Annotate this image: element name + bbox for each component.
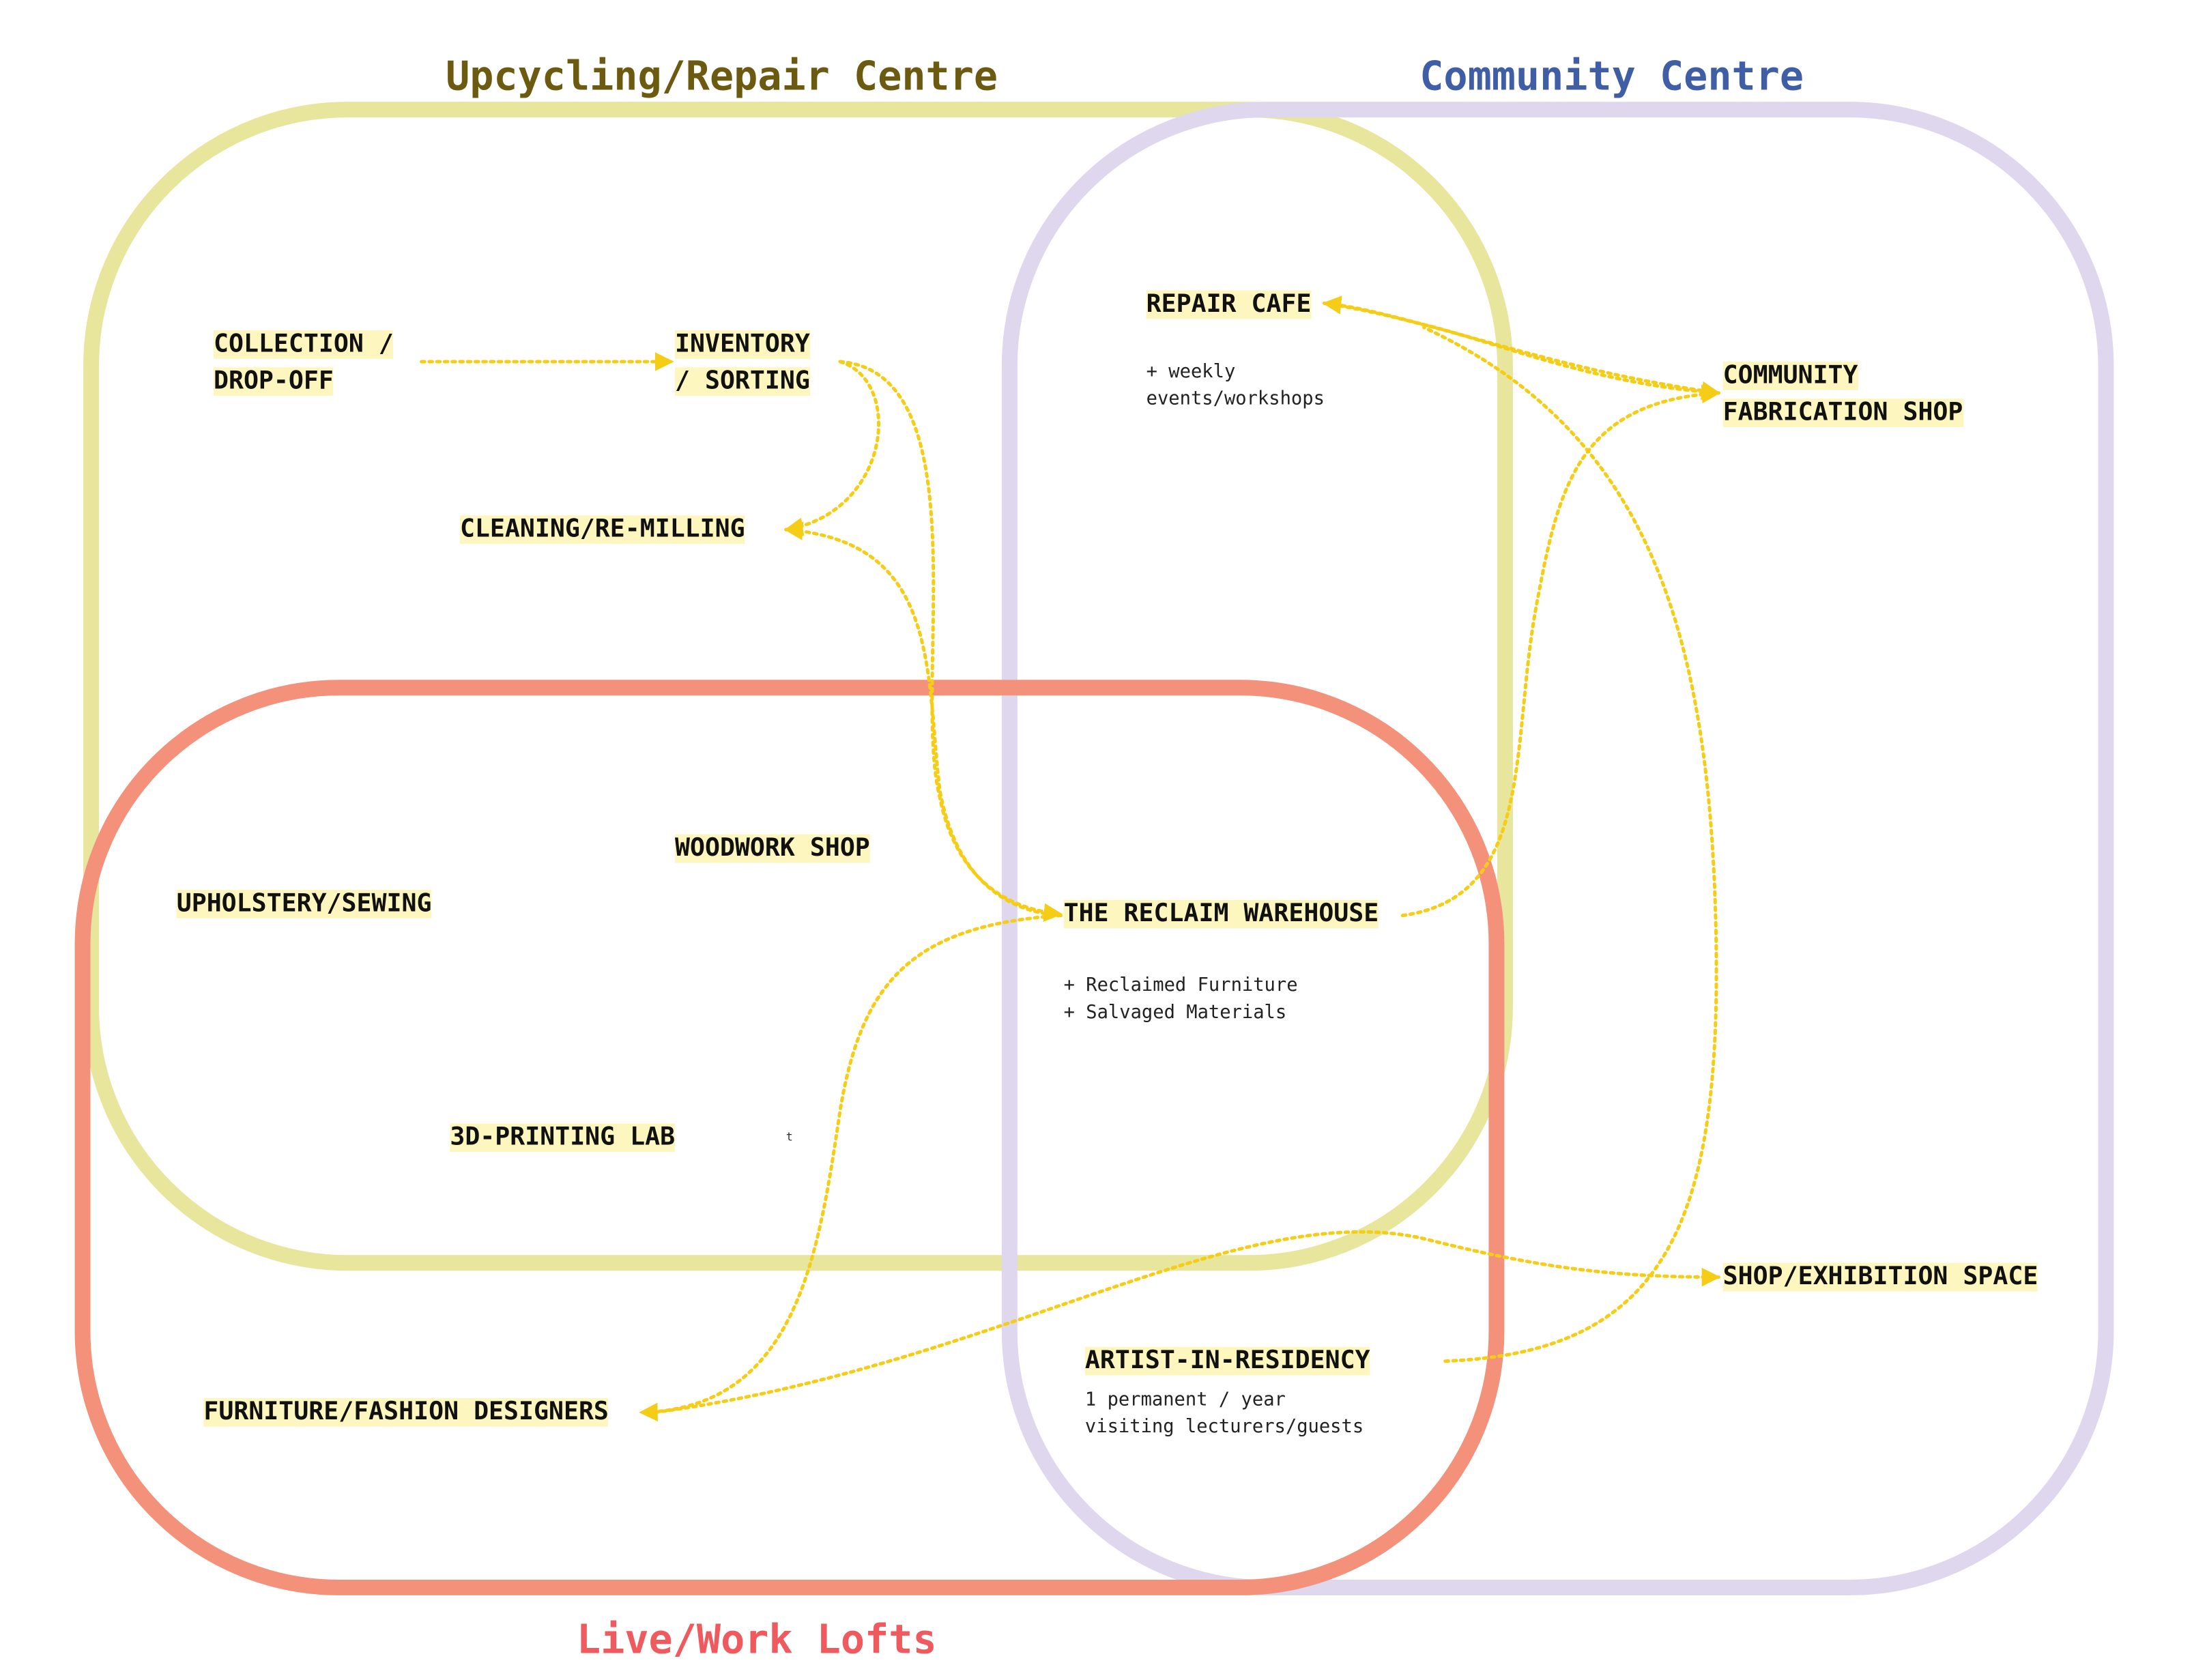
node-shop-exhibition-space[interactable]: SHOP/EXHIBITION SPACE xyxy=(1722,1260,2038,1297)
node-label-line: ARTIST-IN-RESIDENCY xyxy=(1084,1346,1370,1376)
node-label-line: WOODWORK SHOP xyxy=(675,834,870,863)
node-collection-drop-off[interactable]: COLLECTION / DROP-OFF xyxy=(213,328,394,400)
node-woodwork-shop[interactable]: WOODWORK SHOP xyxy=(675,832,870,868)
node-inventory-sorting[interactable]: INVENTORY / SORTING xyxy=(675,328,810,400)
connector-fabrication-to-repair-cafe xyxy=(1322,295,1720,395)
node-label-line: FURNITURE/FASHION DESIGNERS xyxy=(203,1397,609,1427)
note-line: 1 permanent / year xyxy=(1084,1389,1286,1411)
upcycling-centre-boundary xyxy=(83,102,1513,1271)
node-label-line: COMMUNITY xyxy=(1722,361,1858,390)
connector-reclaim-to-designers xyxy=(639,914,1063,1422)
connector-reclaim-to-fabrication xyxy=(1400,384,1721,918)
node-repair-cafe[interactable]: REPAIR CAFE xyxy=(1146,287,1312,323)
node-furniture-fashion-designers[interactable]: FURNITURE/FASHION DESIGNERS xyxy=(203,1395,609,1432)
node-label-line: DROP-OFF xyxy=(213,366,334,396)
connector-artist-to-repair-cafe xyxy=(1422,325,1718,1363)
node-cleaning-re-milling[interactable]: CLEANING/RE-MILLING xyxy=(459,512,745,549)
live-work-lofts-boundary xyxy=(74,680,1505,1595)
note-repair-cafe: + weekly events/workshops xyxy=(1146,359,1325,413)
node-label-line: UPHOLSTERY/SEWING xyxy=(176,890,432,918)
connector-repair-cafe-to-fabrication xyxy=(1322,301,1721,401)
community-centre-title: Community Centre xyxy=(1419,53,1804,100)
connector-inventory-to-cleaning xyxy=(784,360,881,536)
node-reclaim-warehouse[interactable]: THE RECLAIM WAREHOUSE xyxy=(1063,897,1379,933)
connector-designers-to-shop xyxy=(653,1230,1721,1415)
note-line: events/workshops xyxy=(1146,388,1325,410)
node-label-line: INVENTORY xyxy=(675,330,810,359)
note-line: + Reclaimed Furniture xyxy=(1063,975,1298,997)
node-label-line: COLLECTION / xyxy=(213,330,394,359)
node-upholstery-sewing[interactable]: UPHOLSTERY/SEWING xyxy=(176,887,432,923)
note-line: + weekly xyxy=(1146,361,1236,383)
node-label-line: THE RECLAIM WAREHOUSE xyxy=(1063,899,1379,929)
upcycling-centre-title: Upcycling/Repair Centre xyxy=(446,53,998,100)
node-artist-in-residency[interactable]: ARTIST-IN-RESIDENCY xyxy=(1084,1344,1370,1380)
node-community-fabrication-shop[interactable]: COMMUNITY FABRICATION SHOP xyxy=(1722,359,1963,431)
note-line: + Salvaged Materials xyxy=(1063,1002,1287,1024)
node-label-line: 3D-PRINTING LAB xyxy=(450,1123,676,1152)
node-label-line: CLEANING/RE-MILLING xyxy=(459,515,745,545)
note-reclaim-warehouse: + Reclaimed Furniture + Salvaged Materia… xyxy=(1064,972,1298,1026)
stray-glyph: t xyxy=(785,1130,793,1144)
node-3d-printing-lab[interactable]: 3D-PRINTING LAB xyxy=(450,1120,676,1157)
community-centre-boundary xyxy=(1001,102,2114,1595)
note-line: visiting lecturers/guests xyxy=(1084,1417,1364,1438)
node-label-line: SHOP/EXHIBITION SPACE xyxy=(1722,1262,2038,1292)
node-label-line: / SORTING xyxy=(675,366,810,396)
node-label-line: FABRICATION SHOP xyxy=(1722,398,1963,426)
note-artist-in-residency: 1 permanent / year visiting lecturers/gu… xyxy=(1085,1387,1364,1440)
connector-reclaim-to-cleaning xyxy=(784,521,1063,918)
node-label-line: REPAIR CAFE xyxy=(1146,290,1312,319)
live-work-lofts-title: Live/Work Lofts xyxy=(577,1616,937,1664)
